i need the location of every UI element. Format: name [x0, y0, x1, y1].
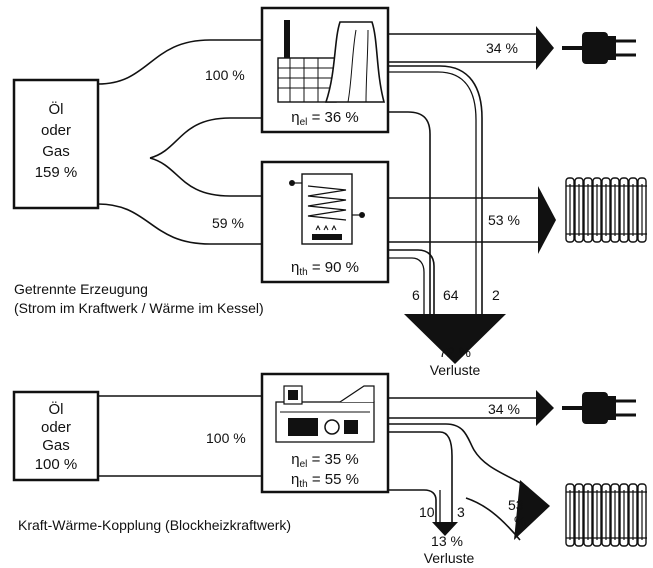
bottom-source-box [12, 390, 100, 482]
top-losses-label: Verluste [430, 362, 481, 378]
bottom-loss-streams [388, 486, 458, 536]
power-plug-icon [562, 392, 636, 424]
top-loss-power-plant-value: 64 [443, 287, 459, 303]
bottom-heat-label-value: 53 [508, 497, 524, 513]
top-losses-total: 72 % [439, 344, 471, 360]
power-plug-icon [562, 32, 636, 64]
power-plant-icon [277, 20, 386, 103]
top-flow-to-power-plant [97, 39, 262, 159]
bottom-heat-label-unit: % [514, 513, 526, 529]
bottom-electricity-label: 34 % [488, 401, 520, 417]
boiler-icon [289, 173, 365, 245]
top-flow-to-boiler-label: 59 % [212, 215, 244, 231]
top-loss-other-value: 2 [492, 287, 500, 303]
top-electricity-label: 34 % [486, 40, 518, 56]
bottom-flow-to-chp-label: 100 % [206, 430, 246, 446]
chp-thermal-efficiency: ηth = 55 % [291, 471, 359, 490]
bottom-electricity-arrow [388, 390, 554, 426]
bottom-losses-label: Verluste [424, 550, 475, 566]
bottom-caption: Kraft-Wärme-Kopplung (Blockheizkraftwerk… [18, 517, 291, 533]
bottom-source-line3: Gas [42, 437, 70, 454]
top-flow-to-power-plant-label: 100 % [205, 67, 245, 83]
bottom-losses-total: 13 % [431, 533, 463, 549]
top-source-line1: Öl [49, 100, 64, 118]
top-heat-arrow [388, 186, 556, 254]
radiator-icon [565, 177, 647, 243]
top-source-line4: 159 % [35, 164, 78, 181]
radiator-icon [565, 483, 647, 547]
top-source-line3: Gas [42, 143, 70, 160]
bottom-loss-b-value: 3 [457, 504, 465, 520]
top-loss-boiler-value: 6 [412, 287, 420, 303]
bottom-heat-arrow [388, 423, 550, 541]
bottom-source-line1: Öl [49, 400, 64, 418]
top-heat-label: 53 % [488, 212, 520, 228]
power-plant-efficiency: ηel = 36 % [291, 109, 358, 128]
top-caption-line1: Getrennte Erzeugung [14, 281, 148, 297]
top-flow-to-boiler [97, 157, 262, 245]
top-source-box [12, 78, 100, 210]
top-caption-line2: (Strom im Kraftwerk / Wärme im Kessel) [14, 300, 264, 316]
top-electricity-arrow [388, 26, 554, 70]
bottom-flow-to-chp [98, 395, 262, 477]
boiler-efficiency: ηth = 90 % [291, 259, 359, 278]
top-source-line2: oder [41, 122, 71, 139]
bottom-source-line4: 100 % [35, 456, 78, 473]
bottom-loss-a-value: 10 [419, 504, 435, 520]
chp-engine-icon [275, 385, 375, 443]
chp-electric-efficiency: ηel = 35 % [291, 451, 358, 470]
bottom-source-line2: oder [41, 419, 71, 436]
top-loss-streams [388, 65, 506, 364]
